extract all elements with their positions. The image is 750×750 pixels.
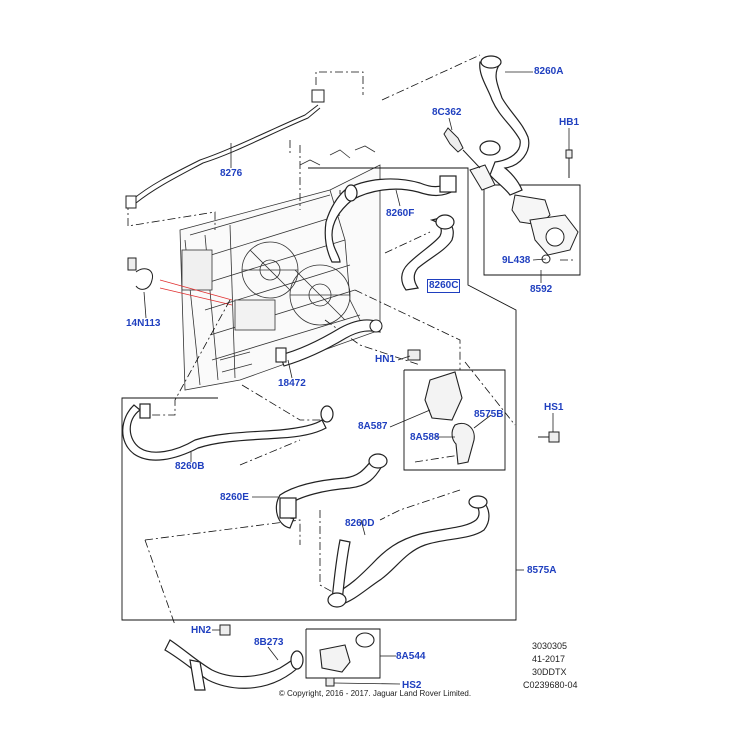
- label-8260f[interactable]: 8260F: [386, 208, 415, 219]
- hose-8b273: [164, 639, 304, 691]
- label-8a588[interactable]: 8A588: [410, 432, 440, 443]
- hose-8260f: [324, 175, 457, 263]
- connector-8a544: [319, 632, 375, 673]
- leader-lines: [127, 54, 575, 626]
- label-9l438[interactable]: 9L438: [502, 255, 531, 266]
- label-hn1[interactable]: HN1: [375, 354, 396, 365]
- hose-18472: [275, 319, 383, 367]
- reference-line-1: 3030305: [532, 641, 568, 651]
- label-8a544[interactable]: 8A544: [396, 651, 426, 662]
- label-8592[interactable]: 8592: [530, 284, 553, 295]
- label-8a587[interactable]: 8A587: [358, 421, 388, 432]
- sensor-8c362: [443, 127, 481, 169]
- reference-line-3: 30DDTX: [532, 667, 567, 677]
- outlet-8575b: [424, 371, 475, 465]
- label-18472[interactable]: 18472: [278, 378, 306, 389]
- reference-line-2: 41-2017: [532, 654, 566, 664]
- label-8c362[interactable]: 8C362: [432, 107, 462, 118]
- thermostat-8592: [469, 164, 579, 264]
- label-8b273[interactable]: 8B273: [254, 637, 284, 648]
- copyright-notice: © Copyright, 2016 - 2017. Jaguar Land Ro…: [278, 689, 472, 698]
- label-8276[interactable]: 8276: [220, 168, 243, 179]
- hose-8260e: [275, 453, 388, 529]
- label-8260b[interactable]: 8260B: [175, 461, 205, 472]
- reference-line-4: C0239680-04: [523, 680, 578, 690]
- bolt-hb1: [565, 149, 573, 178]
- frame-boxes: [121, 167, 581, 679]
- label-hn2[interactable]: HN2: [191, 625, 212, 636]
- hose-8276: [125, 89, 325, 209]
- label-8260e[interactable]: 8260E: [220, 492, 249, 503]
- label-8260a[interactable]: 8260A: [534, 66, 564, 77]
- hose-8260b: [122, 403, 334, 461]
- label-8260d[interactable]: 8260D: [345, 518, 375, 529]
- hose-8260c: [401, 214, 455, 291]
- hose-8260a: [479, 55, 530, 196]
- label-hs2[interactable]: HS2: [402, 680, 422, 691]
- label-8260c[interactable]: 8260C: [427, 279, 461, 293]
- highlight-lines: [159, 279, 233, 306]
- label-hs1[interactable]: HS1: [544, 402, 564, 413]
- bolt-hs1: [538, 431, 560, 443]
- label-8575b[interactable]: 8575B: [474, 409, 504, 420]
- label-8575a[interactable]: 8575A: [527, 565, 557, 576]
- label-hb1[interactable]: HB1: [559, 117, 580, 128]
- hose-8260d: [327, 495, 490, 608]
- pointer-lines: [143, 71, 570, 685]
- clamp-14n113: [127, 257, 154, 290]
- label-14n113[interactable]: 14N113: [126, 318, 161, 329]
